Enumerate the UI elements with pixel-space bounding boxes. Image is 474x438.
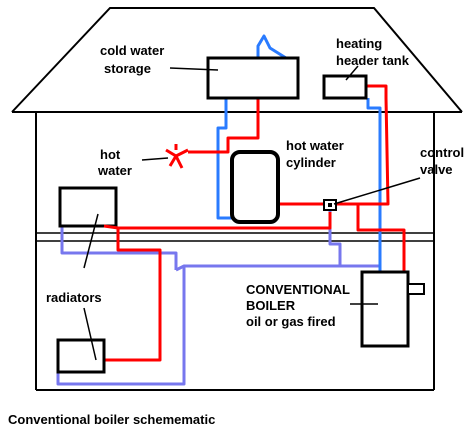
diagram-caption: Conventional boiler schemematic — [8, 412, 215, 427]
hot-water-draw-off-pipe — [188, 60, 260, 154]
hot-water-label-2: water — [97, 163, 132, 178]
cold-water-storage-label-2: storage — [104, 61, 151, 76]
upper-radiator — [58, 186, 118, 228]
conventional-boiler — [360, 270, 410, 348]
heating-header-tank — [322, 74, 368, 100]
boiler-flow-pipe — [334, 202, 406, 272]
upper-radiator-return-pipe — [60, 226, 178, 270]
hot-water-cylinder-label-1: hot water — [286, 138, 344, 153]
cold-water-storage-label-1: cold water — [100, 43, 164, 58]
hot-water-tap-icon — [165, 144, 189, 169]
hot-water-leader — [141, 157, 169, 161]
control-valve-label-2: valve — [420, 162, 453, 177]
cold-water-storage-leader — [169, 67, 219, 71]
cold-storage-vent-pipe — [256, 34, 287, 60]
radiators-label: radiators — [46, 290, 102, 305]
house-roof — [11, 7, 463, 113]
control-valve-icon — [323, 199, 337, 211]
header-tank-vent-pipe — [358, 84, 390, 206]
valve-to-radiators-pipe — [104, 212, 332, 362]
cold-feed-to-cylinder-pipe — [216, 98, 232, 220]
heating-header-tank-label-2: header tank — [336, 53, 410, 68]
house-outline — [11, 7, 463, 391]
hot-water-cylinder — [230, 150, 280, 224]
leader-lines — [83, 65, 421, 361]
cold-feed-pipes — [216, 34, 382, 274]
control-valve-leader — [333, 177, 421, 205]
hot-water-cylinder-label-2: cylinder — [286, 155, 336, 170]
cold-water-storage-tank — [206, 56, 300, 100]
return-pipes — [56, 210, 380, 386]
lower-radiator — [56, 338, 106, 374]
boiler-label-3: oil or gas fired — [246, 314, 336, 329]
heating-header-tank-label-1: heating — [336, 36, 382, 51]
return-main-pipe — [56, 264, 186, 386]
radiators-leader-upper — [83, 213, 99, 269]
control-valve-label-1: control — [420, 145, 464, 160]
upper-radiator-connector — [103, 224, 119, 230]
hot-water-label-1: hot — [100, 147, 121, 162]
header-tank-leader — [345, 65, 359, 81]
boiler-label-1: CONVENTIONAL — [246, 282, 350, 297]
boiler-label-2: BOILER — [246, 298, 296, 313]
boiler-flue — [407, 283, 425, 295]
flow-pipes — [104, 60, 406, 362]
radiators-leader-lower — [83, 307, 97, 361]
header-tank-feed-pipe — [366, 98, 382, 274]
